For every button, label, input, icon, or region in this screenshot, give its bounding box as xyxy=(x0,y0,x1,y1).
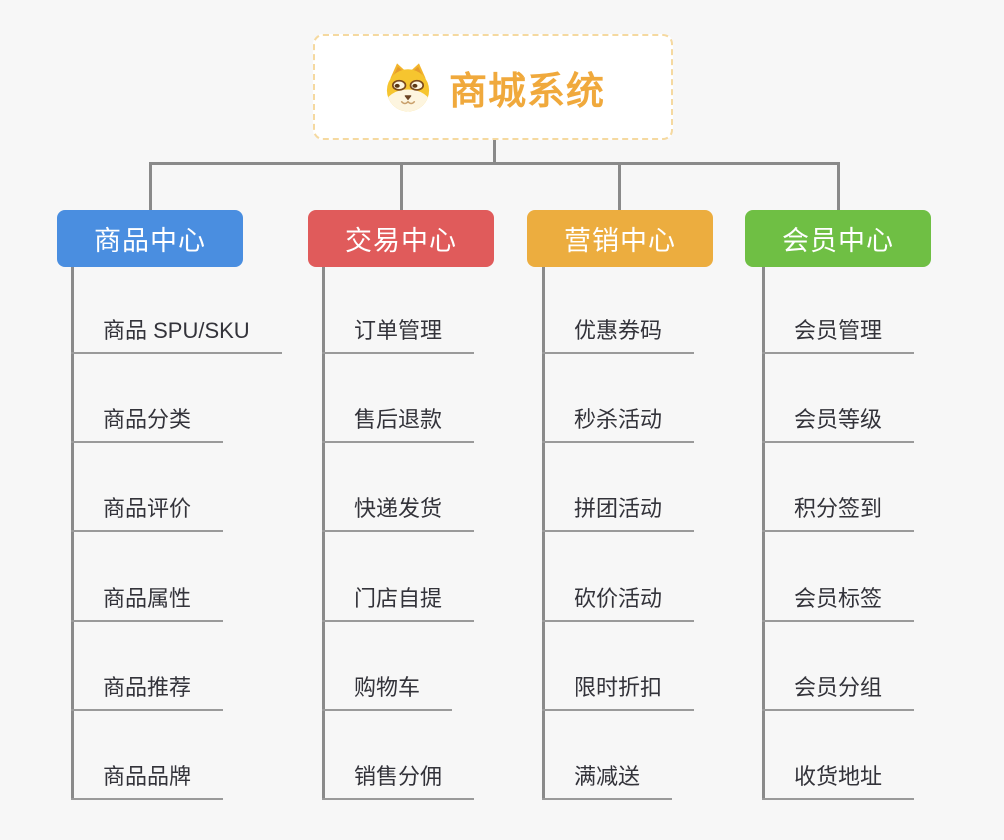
item-label: 门店自提 xyxy=(322,584,475,622)
item-label: 满减送 xyxy=(542,762,673,800)
item-label: 快递发货 xyxy=(322,494,475,532)
item-label: 购物车 xyxy=(322,673,453,711)
root-node[interactable]: 商城系统 xyxy=(313,34,673,140)
item-label: 商品评价 xyxy=(71,494,224,532)
mindmap-item[interactable]: 优惠券码 xyxy=(542,316,695,354)
mindmap-item[interactable]: 商品 SPU/SKU xyxy=(71,316,282,354)
mindmap-item[interactable]: 商品评价 xyxy=(71,494,224,532)
mindmap-item[interactable]: 会员标签 xyxy=(762,584,915,622)
mindmap-item[interactable]: 满减送 xyxy=(542,762,673,800)
item-label: 商品品牌 xyxy=(71,762,224,800)
mindmap-item[interactable]: 会员管理 xyxy=(762,316,915,354)
item-label: 商品属性 xyxy=(71,584,224,622)
item-label: 拼团活动 xyxy=(542,494,695,532)
mindmap-item[interactable]: 门店自提 xyxy=(322,584,475,622)
item-label: 优惠券码 xyxy=(542,316,695,354)
mindmap-item[interactable]: 售后退款 xyxy=(322,405,475,443)
mindmap-item[interactable]: 秒杀活动 xyxy=(542,405,695,443)
mindmap-item[interactable]: 积分签到 xyxy=(762,494,915,532)
branch-items-member-center: 会员管理 会员等级 积分签到 会员标签 会员分组 收货地址 xyxy=(762,267,1002,800)
connector-drop-member xyxy=(837,162,840,210)
mindmap-item[interactable]: 商品品牌 xyxy=(71,762,224,800)
mindmap-item[interactable]: 商品属性 xyxy=(71,584,224,622)
connector-root-stub xyxy=(493,140,496,163)
mindmap-item[interactable]: 快递发货 xyxy=(322,494,475,532)
item-label: 会员标签 xyxy=(762,584,915,622)
item-label: 会员管理 xyxy=(762,316,915,354)
connector-drop-product xyxy=(149,162,152,210)
mindmap-item[interactable]: 拼团活动 xyxy=(542,494,695,532)
item-label: 商品分类 xyxy=(71,405,224,443)
item-label: 订单管理 xyxy=(322,316,475,354)
branch-header-marketing-center[interactable]: 营销中心 xyxy=(527,210,713,267)
branch-header-trade-center[interactable]: 交易中心 xyxy=(308,210,494,267)
connector-drop-marketing xyxy=(618,162,621,210)
item-label: 积分签到 xyxy=(762,494,915,532)
item-label: 会员分组 xyxy=(762,673,915,711)
shiba-dog-icon xyxy=(386,63,430,112)
mindmap-item[interactable]: 收货地址 xyxy=(762,762,915,800)
mindmap-item[interactable]: 商品推荐 xyxy=(71,673,224,711)
item-label: 限时折扣 xyxy=(542,673,695,711)
branch-header-member-center[interactable]: 会员中心 xyxy=(745,210,931,267)
branch-items-marketing-center: 优惠券码 秒杀活动 拼团活动 砍价活动 限时折扣 满减送 xyxy=(542,267,782,800)
mindmap-item[interactable]: 商品分类 xyxy=(71,405,224,443)
branch-header-product-center[interactable]: 商品中心 xyxy=(57,210,243,267)
item-label: 售后退款 xyxy=(322,405,475,443)
branch-items-product-center: 商品 SPU/SKU 商品分类 商品评价 商品属性 商品推荐 商品品牌 xyxy=(71,267,311,800)
item-label: 砍价活动 xyxy=(542,584,695,622)
mindmap-item[interactable]: 会员等级 xyxy=(762,405,915,443)
mindmap-item[interactable]: 购物车 xyxy=(322,673,453,711)
connector-bus xyxy=(149,162,840,165)
mindmap-item[interactable]: 会员分组 xyxy=(762,673,915,711)
mindmap-item[interactable]: 订单管理 xyxy=(322,316,475,354)
item-label: 销售分佣 xyxy=(322,762,475,800)
item-label: 商品 SPU/SKU xyxy=(71,316,282,354)
item-label: 会员等级 xyxy=(762,405,915,443)
branch-items-trade-center: 订单管理 售后退款 快递发货 门店自提 购物车 销售分佣 xyxy=(322,267,562,800)
item-label: 商品推荐 xyxy=(71,673,224,711)
item-label: 秒杀活动 xyxy=(542,405,695,443)
mindmap-item[interactable]: 砍价活动 xyxy=(542,584,695,622)
mindmap-item[interactable]: 限时折扣 xyxy=(542,673,695,711)
root-title: 商城系统 xyxy=(448,70,605,113)
mindmap-item[interactable]: 销售分佣 xyxy=(322,762,475,800)
item-label: 收货地址 xyxy=(762,762,915,800)
connector-drop-trade xyxy=(400,162,403,210)
